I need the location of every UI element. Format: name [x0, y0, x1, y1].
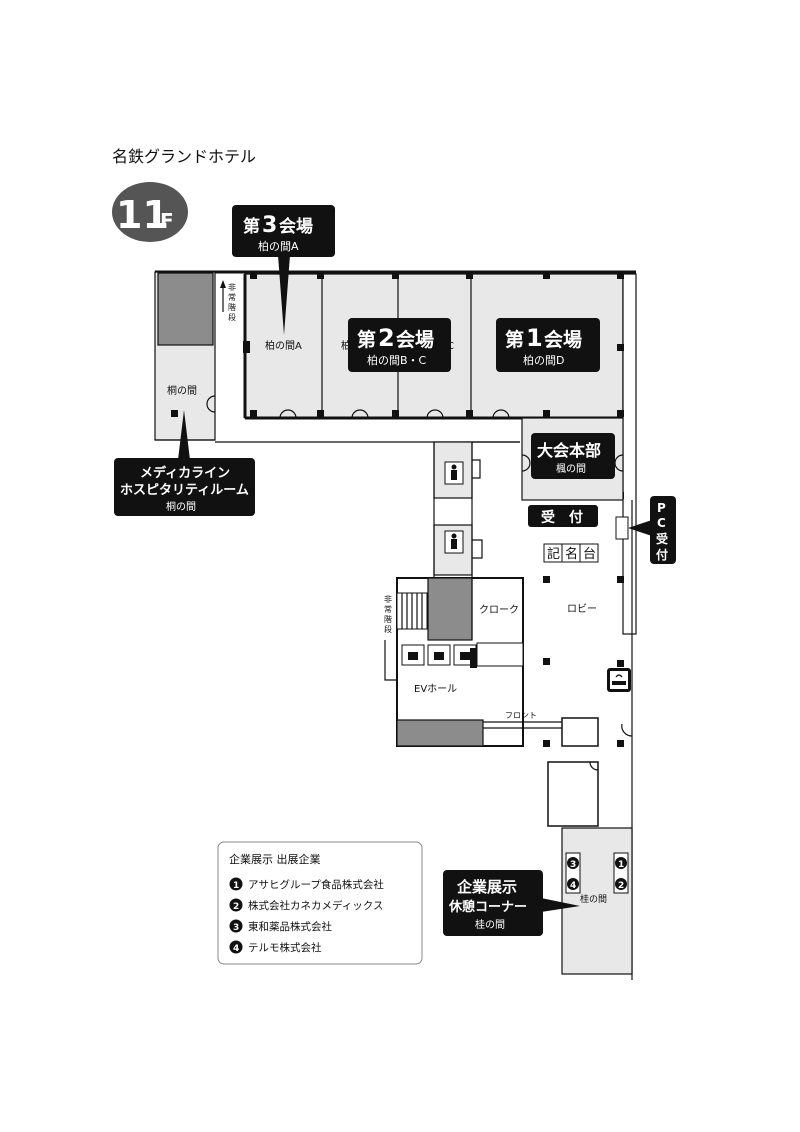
svg-text:非: 非: [384, 594, 392, 604]
floor-number: 11: [116, 193, 169, 237]
floor-badge: 11 F: [112, 182, 188, 242]
lobby-label: ロビー: [567, 603, 597, 615]
svg-text:1: 1: [526, 324, 543, 352]
svg-text:桂の間: 桂の間: [475, 918, 505, 931]
katsura-label: 桂の間: [580, 893, 607, 905]
svg-text:2: 2: [618, 881, 624, 891]
callout-pc-reception: P C 受 付: [628, 496, 676, 564]
floor-suffix: F: [160, 209, 174, 233]
callout-hall-2: 第 2 会場 柏の間B・C: [348, 318, 451, 372]
cloak-label: クローク: [479, 604, 519, 616]
svg-text:会場: 会場: [544, 328, 582, 351]
svg-text:非: 非: [228, 282, 236, 292]
katsura-room: [561, 827, 633, 975]
legend-item: アサヒグループ食品株式会社: [248, 878, 384, 891]
svg-text:段: 段: [384, 624, 392, 634]
legend-item: 株式会社カネカメディックス: [248, 899, 383, 912]
svg-text:階: 階: [228, 302, 236, 312]
kiri-room-label: 桐の間: [167, 384, 197, 397]
legend-item: 東和薬品株式会社: [248, 920, 332, 933]
svg-text:ホスピタリティルーム: ホスピタリティルーム: [120, 483, 249, 498]
svg-text:C: C: [657, 516, 666, 530]
svg-text:柏の間B・C: 柏の間B・C: [367, 353, 427, 367]
svg-text:P: P: [657, 501, 666, 515]
kiri-storage: [157, 272, 214, 346]
svg-text:第: 第: [243, 216, 260, 237]
ev-hall-label: EVホール: [414, 683, 457, 695]
svg-text:名: 名: [565, 546, 578, 562]
emergency-stairs-left: 非 常 階 段: [384, 592, 428, 634]
svg-text:会場: 会場: [279, 216, 313, 237]
front-label: フロント: [505, 711, 537, 720]
svg-text:記: 記: [547, 546, 560, 562]
emergency-stairs-top: 非 常 階 段: [220, 280, 236, 322]
svg-text:2: 2: [378, 324, 395, 352]
svg-text:4: 4: [570, 881, 576, 891]
callout-hall-1: 第 1 会場 柏の間D: [496, 318, 600, 372]
svg-text:3: 3: [233, 923, 239, 933]
callout-exhibit: 企業展示 休憩コーナー 桂の間: [443, 870, 580, 936]
core-shaft: [427, 577, 473, 641]
svg-text:4: 4: [233, 944, 239, 954]
exhibit-booths: 3 4 1 2: [565, 852, 629, 894]
svg-text:企業展示: 企業展示: [456, 878, 517, 896]
svg-text:柏の間D: 柏の間D: [523, 353, 564, 367]
svg-text:受 付: 受 付: [541, 509, 583, 526]
restroom-icon: [444, 461, 464, 554]
svg-text:メディカライン: メディカライン: [140, 465, 230, 481]
svg-text:階: 階: [384, 614, 392, 624]
svg-text:桐の間: 桐の間: [166, 500, 196, 513]
callout-reception: 受 付: [528, 505, 598, 527]
callout-hall-3: 第 3 会場 柏の間A: [232, 205, 335, 335]
svg-text:受: 受: [656, 531, 668, 546]
svg-text:2: 2: [233, 902, 239, 912]
svg-text:柏の間A: 柏の間A: [258, 239, 299, 253]
elevator-icons: [401, 642, 524, 668]
svg-text:会場: 会場: [396, 328, 434, 351]
svg-text:大会本部: 大会本部: [537, 441, 601, 460]
smoking-area-icon: [607, 668, 631, 692]
svg-text:台: 台: [583, 547, 596, 562]
callout-media-hospitality: メディカライン ホスピタリティルーム 桐の間: [114, 410, 255, 516]
legend-item: テルモ株式会社: [248, 941, 322, 954]
svg-text:3: 3: [262, 213, 277, 238]
svg-text:常: 常: [228, 293, 236, 302]
registration-desk: 記 名 台: [543, 543, 599, 563]
svg-text:第: 第: [505, 328, 524, 351]
front-office: [396, 719, 484, 747]
svg-text:楓の間: 楓の間: [556, 462, 586, 475]
svg-text:休憩コーナー: 休憩コーナー: [448, 899, 527, 915]
hotel-name: 名鉄グランドホテル: [112, 147, 256, 166]
door-swings: [206, 395, 510, 419]
svg-text:3: 3: [570, 860, 576, 870]
svg-text:段: 段: [228, 312, 236, 322]
kashiwa-a-label: 柏の間A: [265, 339, 302, 352]
svg-text:付: 付: [656, 547, 668, 562]
legend-title: 企業展示 出展企業: [229, 852, 321, 866]
svg-text:1: 1: [233, 881, 239, 891]
svg-text:第: 第: [357, 328, 376, 351]
svg-text:1: 1: [618, 860, 624, 870]
kashiwa-b-prefix: 柏: [341, 339, 351, 352]
exhibitor-legend: 企業展示 出展企業 1 アサヒグループ食品株式会社 2 株式会社カネカメディック…: [217, 841, 423, 965]
callout-hq: 大会本部 楓の間: [531, 433, 615, 479]
svg-text:常: 常: [384, 605, 392, 614]
